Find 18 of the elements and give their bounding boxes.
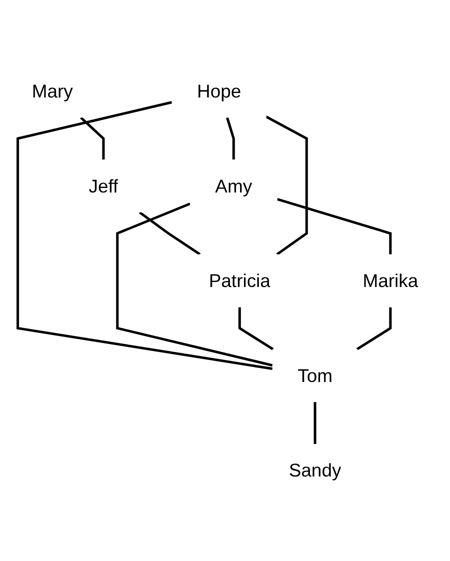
- node-text: Tom: [298, 364, 332, 386]
- node-text: Patricia: [208, 270, 270, 291]
- connector: [226, 116, 235, 160]
- connector: [356, 306, 392, 350]
- connector: [80, 116, 105, 160]
- node-text: Marika: [362, 270, 418, 291]
- connector: [16, 100, 273, 370]
- connector: [138, 211, 201, 256]
- node-text: Amy: [215, 175, 252, 196]
- node-text: Hope: [197, 80, 242, 102]
- connector: [238, 306, 274, 350]
- node-text: Mary: [32, 80, 73, 102]
- node-text: Jeff: [88, 175, 118, 196]
- connector: [276, 198, 392, 254]
- connector: [266, 115, 308, 256]
- connector: [116, 202, 273, 366]
- node-text: Sandy: [288, 460, 342, 481]
- connector: [314, 402, 316, 444]
